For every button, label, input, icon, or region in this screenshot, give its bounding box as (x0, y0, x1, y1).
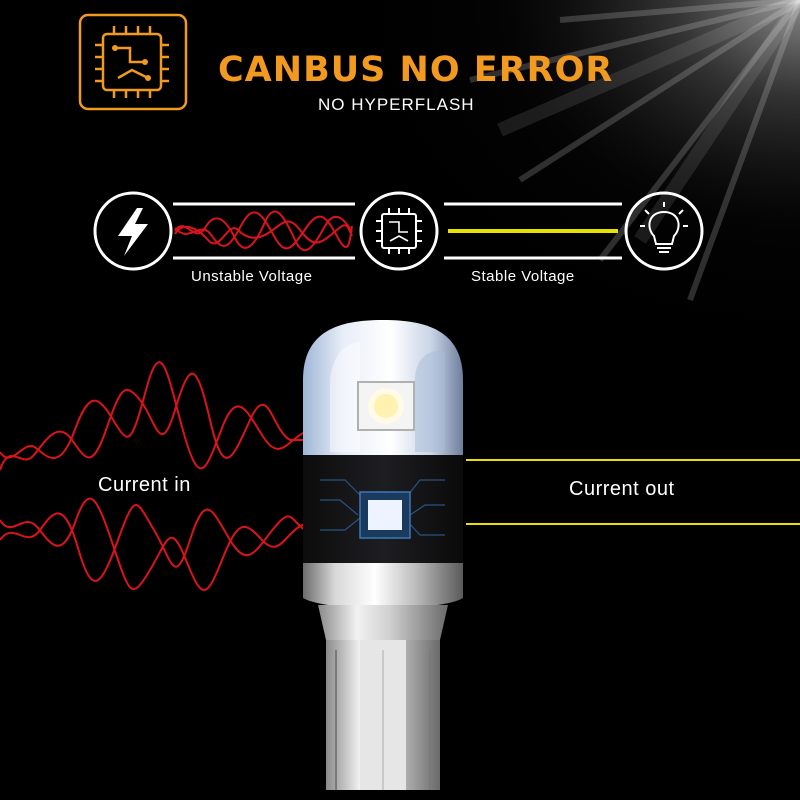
current-out-lines (466, 459, 800, 525)
unstable-voltage-label: Unstable Voltage (191, 268, 313, 285)
headline: CANBUS NO ERROR (218, 50, 614, 90)
light-rays (300, 0, 800, 380)
led-chip (357, 381, 415, 431)
stable-voltage-label: Stable Voltage (471, 268, 575, 285)
current-in-label: Current in (98, 474, 191, 496)
lightning-bolt-icon (93, 191, 173, 271)
current-out-label: Current out (569, 478, 675, 500)
unstable-voltage-wave (174, 210, 353, 252)
chip-badge-icon (78, 13, 188, 111)
voltage-diagram (93, 191, 704, 271)
chip-icon (359, 191, 439, 271)
light-bulb-icon (624, 191, 704, 271)
current-in-wave (0, 361, 306, 591)
subheadline: NO HYPERFLASH (318, 95, 475, 114)
led-bulb (303, 320, 463, 790)
